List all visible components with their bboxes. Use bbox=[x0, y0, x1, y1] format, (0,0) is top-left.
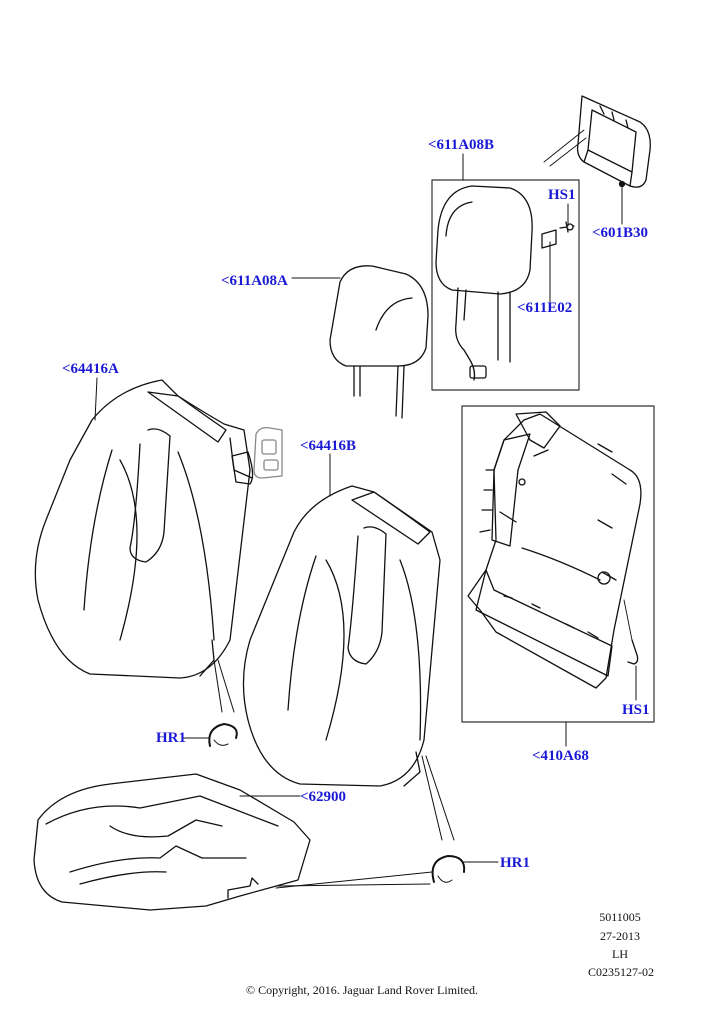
seat-back-panel-box bbox=[461, 405, 655, 723]
hog-ring-left bbox=[208, 723, 238, 747]
callout-64416a: <64416A bbox=[62, 361, 119, 377]
callout-hr1-left: HR1 bbox=[156, 730, 186, 746]
headrest-assembly-part bbox=[435, 185, 575, 381]
seat-back-panel-part bbox=[467, 411, 642, 689]
footer-line-2: 27-2013 bbox=[600, 929, 640, 943]
seat-back-cover-left bbox=[34, 379, 254, 679]
callout-hs1-bottom: HS1 bbox=[622, 702, 650, 718]
callout-hr1-right: HR1 bbox=[500, 855, 530, 871]
callout-hs1-top: HS1 bbox=[548, 187, 576, 203]
footer-line-4: C0235127-02 bbox=[588, 965, 654, 979]
headrest-assembly-box bbox=[431, 179, 580, 391]
footer-line-1: 5011005 bbox=[599, 910, 641, 924]
callout-64416b: <64416B bbox=[300, 438, 357, 454]
callout-410a68: <410A68 bbox=[532, 748, 589, 764]
callout-601b30: <601B30 bbox=[592, 225, 649, 241]
footer-line-3: LH bbox=[612, 947, 628, 961]
headrest-frame-part bbox=[543, 95, 651, 188]
seat-back-cover-right bbox=[242, 485, 441, 787]
callout-611a08b: <611A08B bbox=[428, 137, 495, 153]
hog-ring-right bbox=[431, 855, 466, 883]
copyright-notice: © Copyright, 2016. Jaguar Land Rover Lim… bbox=[245, 983, 479, 997]
seat-cushion-cover bbox=[33, 773, 311, 911]
callout-611a08a: <611A08A bbox=[221, 273, 288, 289]
callout-611e02: <611E02 bbox=[517, 300, 573, 316]
headrest-part bbox=[329, 265, 429, 419]
switch-panel-part bbox=[253, 426, 283, 479]
callout-62900: <62900 bbox=[300, 789, 347, 805]
leader-lines bbox=[94, 153, 637, 889]
